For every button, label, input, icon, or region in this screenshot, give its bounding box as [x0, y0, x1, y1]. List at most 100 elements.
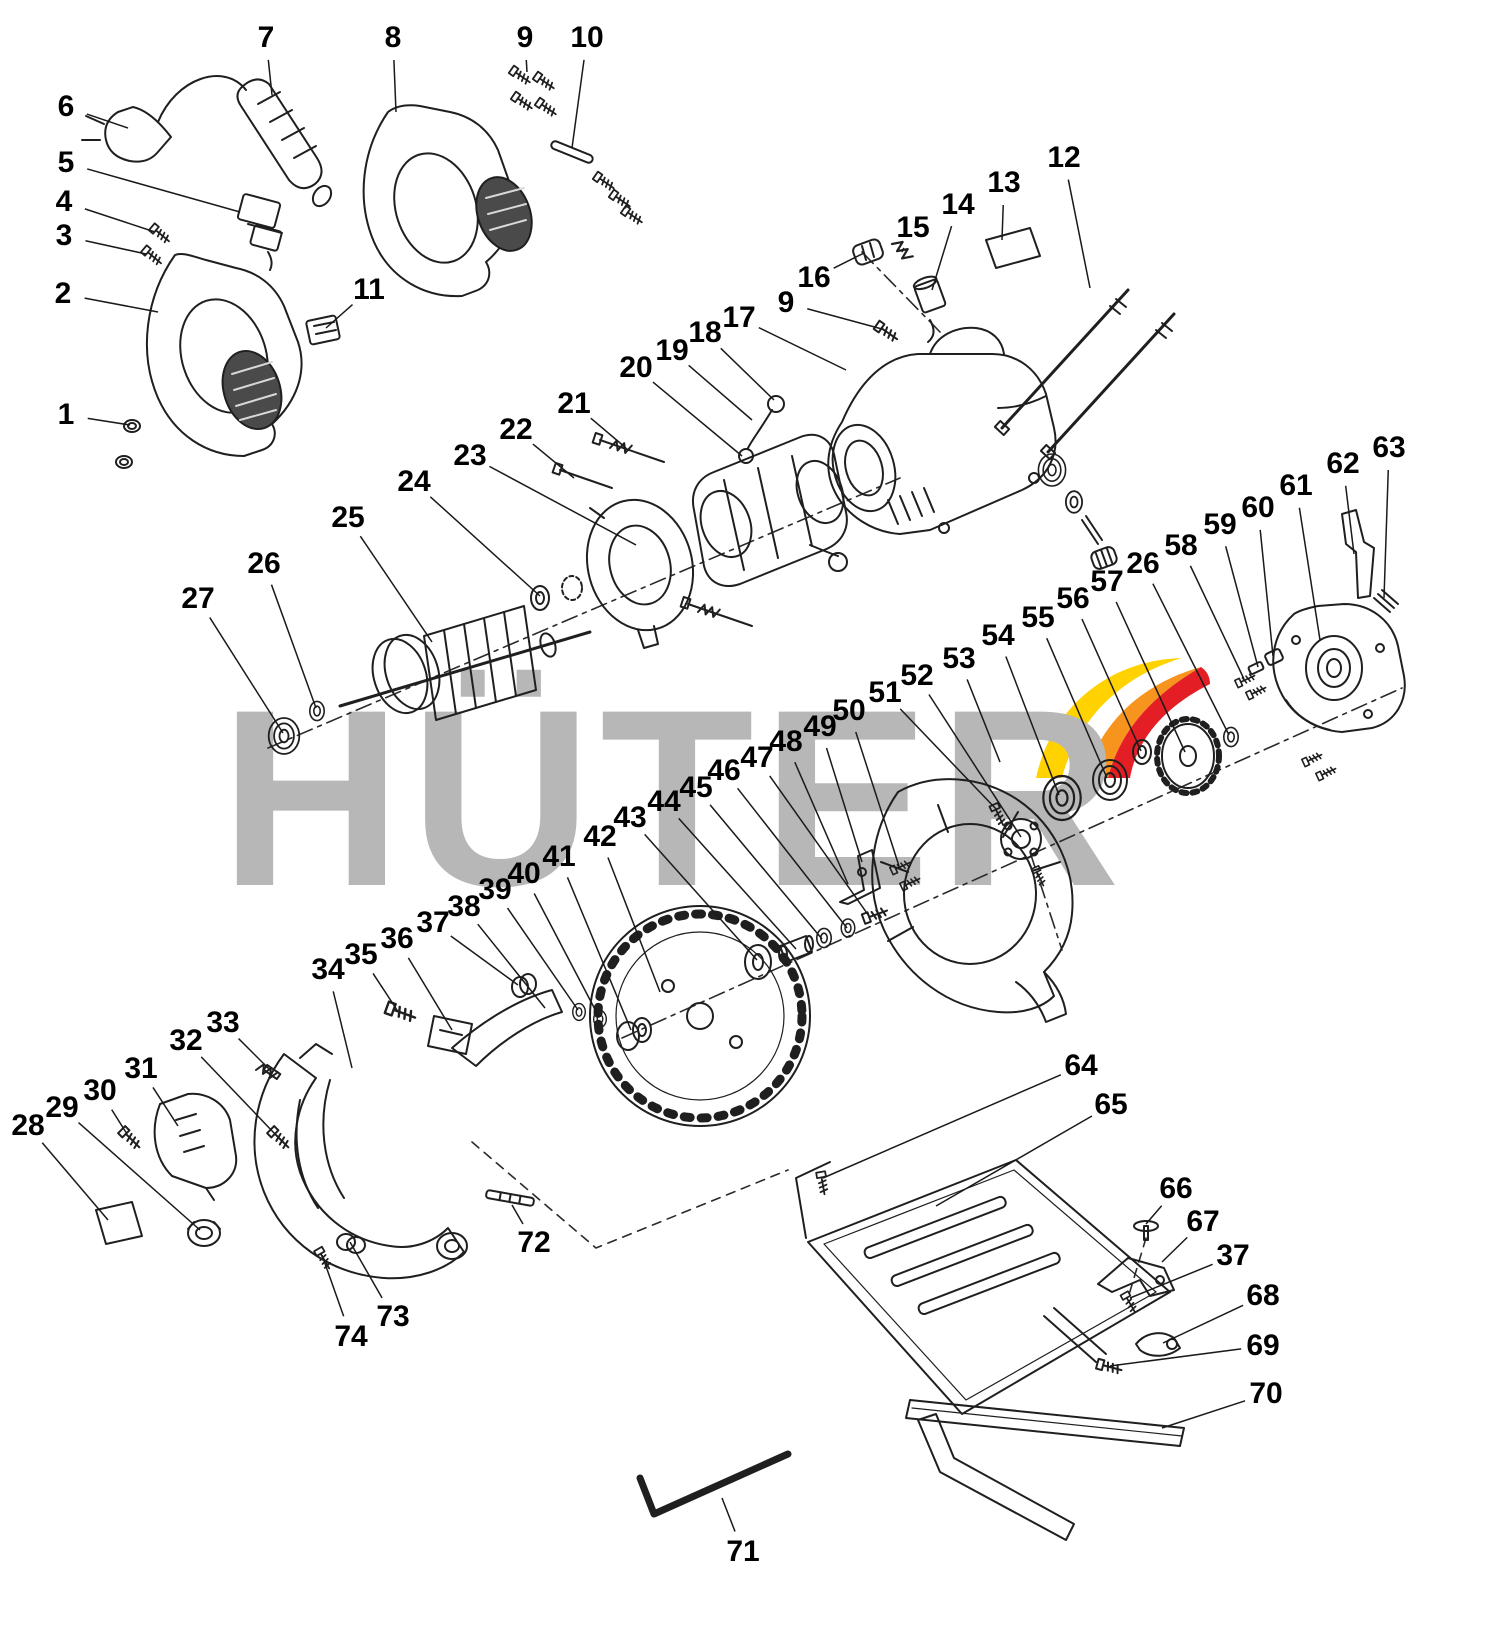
part-label-23: 23	[453, 439, 487, 472]
part-label-8: 8	[384, 21, 402, 54]
motor-housing	[827, 326, 1057, 535]
part-label-26: 26	[247, 547, 281, 580]
part-label-48: 48	[769, 725, 803, 758]
part-label-59: 59	[1203, 508, 1237, 541]
part-label-32: 32	[169, 1024, 203, 1057]
part-label-11: 11	[353, 273, 385, 306]
part-label-9: 9	[516, 21, 534, 54]
switch-block	[236, 193, 283, 271]
part-label-10: 10	[570, 21, 604, 54]
plug	[104, 106, 172, 163]
part-label-50: 50	[832, 694, 866, 727]
assembly-axis-lines	[267, 251, 1403, 1299]
part-label-61: 61	[1279, 469, 1313, 502]
part-label-41: 41	[542, 840, 576, 873]
part-label-29: 29	[45, 1091, 79, 1124]
part-label-25: 25	[331, 501, 365, 534]
part-label-26: 26	[1126, 547, 1160, 580]
name-plate	[985, 227, 1041, 269]
part-label-28: 28	[11, 1109, 45, 1142]
base-plate-assembly	[795, 1159, 1181, 1415]
part-label-49: 49	[803, 710, 837, 743]
part-label-44: 44	[647, 785, 681, 818]
handle-half-left	[145, 252, 303, 457]
wrench	[1341, 509, 1375, 599]
part-label-33: 33	[206, 1006, 240, 1039]
rip-fence	[905, 1399, 1185, 1541]
lower-blade-guard	[253, 1043, 468, 1280]
part-label-12: 12	[1047, 141, 1081, 174]
part-label-40: 40	[507, 857, 541, 890]
part-label-53: 53	[942, 642, 976, 675]
part-label-36: 36	[380, 922, 414, 955]
part-label-54: 54	[981, 619, 1015, 652]
part-label-27: 27	[181, 582, 215, 615]
gear-housing	[1272, 603, 1406, 733]
cord-guard	[236, 78, 323, 190]
part-label-64: 64	[1064, 1049, 1098, 1082]
bearing-flange	[1000, 818, 1042, 860]
part-label-34: 34	[311, 953, 345, 986]
part-label-9: 9	[777, 286, 795, 319]
part-label-62: 62	[1326, 447, 1360, 480]
part-label-51: 51	[868, 676, 902, 709]
part-label-65: 65	[1094, 1088, 1128, 1121]
cable-connector	[305, 314, 341, 346]
part-label-30: 30	[83, 1074, 117, 1107]
part-label-57: 57	[1090, 565, 1124, 598]
screws-9-pin-10	[507, 64, 646, 227]
stator	[692, 433, 848, 587]
part-label-1: 1	[57, 398, 75, 431]
wing-bolt	[1133, 1220, 1159, 1241]
part-label-55: 55	[1021, 601, 1055, 634]
part-label-5: 5	[57, 146, 75, 179]
spindle-gear	[1154, 716, 1222, 796]
allen-key	[636, 1450, 792, 1518]
part-label-67: 67	[1186, 1205, 1220, 1238]
part-label-66: 66	[1159, 1172, 1193, 1205]
field-wires	[738, 395, 785, 464]
part-label-13: 13	[987, 166, 1021, 199]
part-label-63: 63	[1372, 431, 1406, 464]
nuts	[115, 419, 141, 469]
part-label-37: 37	[416, 906, 450, 939]
part-label-42: 42	[583, 820, 617, 853]
part-label-31: 31	[124, 1052, 158, 1085]
part-label-69: 69	[1246, 1329, 1280, 1362]
handle-half-right	[362, 104, 533, 298]
part-label-68: 68	[1246, 1279, 1280, 1312]
part-label-38: 38	[447, 890, 481, 923]
cover-and-fasteners	[95, 1092, 293, 1247]
part-label-39: 39	[478, 873, 512, 906]
clamp-lever	[1135, 1332, 1181, 1357]
fan-baffle	[530, 498, 695, 649]
part-label-60: 60	[1241, 491, 1275, 524]
part-label-71: 71	[726, 1535, 760, 1568]
part-label-6: 6	[57, 90, 75, 123]
part-label-2: 2	[54, 277, 72, 310]
guide-bracket-group	[383, 973, 607, 1067]
part-label-47: 47	[740, 741, 774, 774]
part-label-73: 73	[376, 1300, 410, 1333]
part-label-46: 46	[707, 754, 741, 787]
part-label-56: 56	[1056, 582, 1090, 615]
part-label-16: 16	[797, 261, 831, 294]
part-label-15: 15	[896, 211, 930, 244]
part-label-17: 17	[722, 301, 756, 334]
part-label-45: 45	[679, 771, 713, 804]
logo-yellow-swoosh	[1036, 658, 1182, 778]
part-label-14: 14	[941, 188, 975, 221]
logo-orange-swoosh	[1085, 667, 1201, 778]
armature	[267, 605, 592, 755]
part-label-20: 20	[619, 351, 653, 384]
part-label-52: 52	[900, 659, 934, 692]
part-label-24: 24	[397, 465, 431, 498]
part-label-3: 3	[55, 219, 73, 252]
part-label-4: 4	[55, 185, 73, 218]
guard-bracket	[839, 849, 881, 905]
part-label-7: 7	[257, 21, 275, 54]
upper-blade-guard	[839, 778, 1074, 1023]
part-label-72: 72	[517, 1226, 551, 1259]
